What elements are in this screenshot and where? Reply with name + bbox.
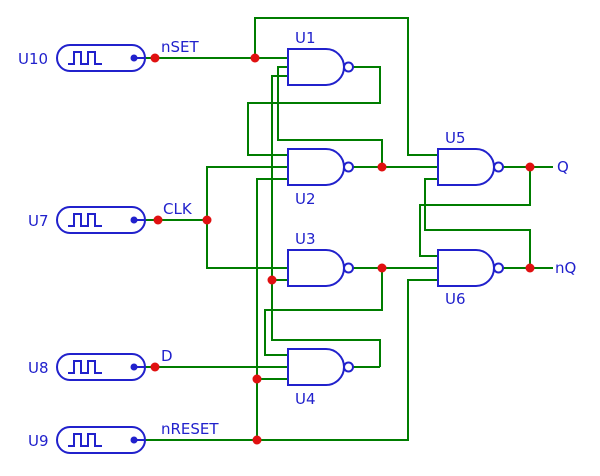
junction-dot xyxy=(153,215,163,225)
nand-gate-u4[interactable] xyxy=(287,348,354,386)
label-source-u10: U10 xyxy=(18,50,48,68)
wire-clk-to-u2 xyxy=(206,166,288,220)
square-wave-icon xyxy=(68,433,102,447)
wire-u6-to-u5 xyxy=(424,178,531,268)
pulse-source-u7[interactable] xyxy=(56,206,146,234)
pulse-source-u8[interactable] xyxy=(56,353,146,381)
junction-dot xyxy=(202,215,212,225)
nand-body xyxy=(437,249,495,287)
junction-dot xyxy=(150,53,160,63)
output-pin-dot xyxy=(130,436,138,444)
label-gate-u5: U5 xyxy=(445,129,466,147)
junction-dot xyxy=(525,263,535,273)
label-signal-nset: nSET xyxy=(161,38,200,56)
label-gate-u2: U2 xyxy=(295,190,316,208)
square-wave-icon xyxy=(68,360,102,374)
output-pin-dot xyxy=(130,216,138,224)
junction-dot xyxy=(150,362,160,372)
wire-nreset-to-u6 xyxy=(257,279,438,441)
label-signal-clk: CLK xyxy=(163,200,193,218)
nand-gate-u1[interactable] xyxy=(287,48,354,86)
nand-gate-u6[interactable] xyxy=(437,249,504,287)
junction-dot xyxy=(377,162,387,172)
label-gate-u1: U1 xyxy=(295,29,316,47)
label-output-q: Q xyxy=(557,158,569,176)
label-layer: U10 nSET U7 CLK U8 D U9 nRESET U1 U2 U3 … xyxy=(18,29,576,450)
label-gate-u6: U6 xyxy=(445,290,466,308)
nand-gate-u2[interactable] xyxy=(287,148,354,186)
square-wave-icon xyxy=(68,51,102,65)
junction-layer xyxy=(150,53,535,445)
nand-gate-u5[interactable] xyxy=(437,148,504,186)
inverter-bubble xyxy=(343,161,354,173)
wire-u5-to-u6 xyxy=(419,167,531,257)
wire-u4-to-u3 xyxy=(271,279,381,367)
label-source-u8: U8 xyxy=(28,359,49,377)
inverter-bubble xyxy=(343,262,354,274)
label-signal-nreset: nRESET xyxy=(161,420,219,438)
pulse-source-u9[interactable] xyxy=(56,426,146,454)
inverter-bubble xyxy=(343,61,354,73)
wire-layer xyxy=(145,17,553,441)
label-signal-d: D xyxy=(161,347,173,365)
junction-dot xyxy=(250,53,260,63)
inverter-bubble xyxy=(493,161,504,173)
label-gate-u4: U4 xyxy=(295,390,316,408)
junction-dot xyxy=(377,263,387,273)
junction-dot xyxy=(525,162,535,172)
nand-body xyxy=(287,148,345,186)
nand-gate-u3[interactable] xyxy=(287,249,354,287)
wire-u4-to-u1 xyxy=(271,75,288,280)
label-source-u9: U9 xyxy=(28,432,49,450)
nand-body xyxy=(287,48,345,86)
component-layer xyxy=(56,44,504,454)
junction-dot xyxy=(252,435,262,445)
junction-dot xyxy=(252,374,262,384)
label-output-nq: nQ xyxy=(555,259,576,277)
wire-u2-to-u1 xyxy=(277,66,383,167)
nand-body xyxy=(287,348,345,386)
wire-nset-to-u5 xyxy=(254,17,438,156)
label-gate-u3: U3 xyxy=(295,230,316,248)
junction-dot xyxy=(267,275,277,285)
pulse-source-u10[interactable] xyxy=(56,44,146,72)
nand-body xyxy=(437,148,495,186)
nand-body xyxy=(287,249,345,287)
inverter-bubble xyxy=(343,361,354,373)
output-pin-dot xyxy=(130,54,138,62)
inverter-bubble xyxy=(493,262,504,274)
output-pin-dot xyxy=(130,363,138,371)
wire-clk-to-u3 xyxy=(206,220,288,269)
wire-u3-to-u4 xyxy=(264,268,383,356)
square-wave-icon xyxy=(68,213,102,227)
wire-u1-to-u2 xyxy=(247,66,381,156)
label-source-u7: U7 xyxy=(28,212,49,230)
wire-nreset-lane xyxy=(256,178,288,440)
